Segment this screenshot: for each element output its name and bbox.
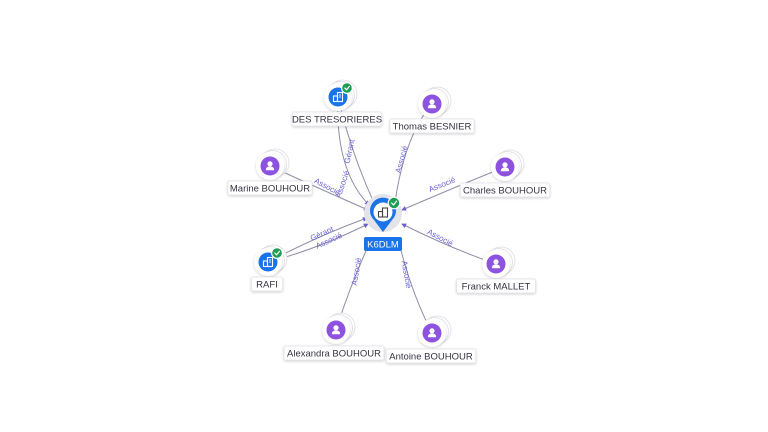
edge-antoine-bouhour-0: Associé [396,237,433,334]
node-label: Franck MALLET [456,278,536,294]
node-marine-bouhour[interactable]: Marine BOUHOUR [227,148,313,196]
node-label: Charles BOUHOUR [459,182,551,198]
edge-label: Associé [350,256,364,286]
building-icon [332,91,344,103]
center-label: K6DLM [364,237,402,251]
node-alexandra-bouhour[interactable]: Alexandra BOUHOUR [283,312,385,361]
node-label: Marine BOUHOUR [227,180,313,196]
node-label: Antoine BOUHOUR [385,348,477,364]
check-badge-icon [271,247,283,259]
person-icon [500,162,510,172]
node-label-text: Charles BOUHOUR [463,186,547,197]
node-franck-mallet[interactable]: Franck MALLET [456,246,536,294]
node-label-text: RAFI [256,280,278,291]
person-icon [427,328,437,338]
node-label-text: Alexandra BOUHOUR [287,349,381,360]
node-thomas-besnier[interactable]: Thomas BESNIER [389,86,475,134]
node-label: DES TRESORIERES [291,111,383,127]
node-label-text: Antoine BOUHOUR [389,352,473,363]
node-des-tresorieres[interactable]: DES TRESORIERES [291,79,383,127]
node-antoine-bouhour[interactable]: Antoine BOUHOUR [385,315,477,364]
edge-label: Associé [427,175,457,194]
check-badge-icon [341,82,353,94]
node-label: Alexandra BOUHOUR [283,345,385,361]
node-label: Thomas BESNIER [389,118,475,134]
center-label-text: K6DLM [367,240,399,251]
edge-label: Associé [394,144,410,174]
edge-label: Associé [400,260,414,290]
nodes-layer: DES TRESORIERES Thomas BESNIER Marine BOUH… [227,79,551,364]
node-rafi[interactable]: RAFI [250,244,288,292]
node-label-text: Franck MALLET [462,282,531,293]
person-icon [491,259,501,269]
person-icon [427,99,437,109]
node-label-text: Marine BOUHOUR [230,184,310,195]
node-label-text: Thomas BESNIER [393,122,472,133]
building-icon [377,207,389,218]
node-label: RAFI [250,276,283,292]
person-icon [265,161,275,171]
edge-franck-mallet-0: Associé [401,223,497,265]
center-node[interactable]: K6DLM [364,194,402,251]
person-icon [331,325,341,335]
node-charles-bouhour[interactable]: Charles BOUHOUR [459,149,551,198]
node-label-text: DES TRESORIERES [292,115,382,126]
building-icon [262,256,274,268]
check-badge-icon [387,196,401,210]
